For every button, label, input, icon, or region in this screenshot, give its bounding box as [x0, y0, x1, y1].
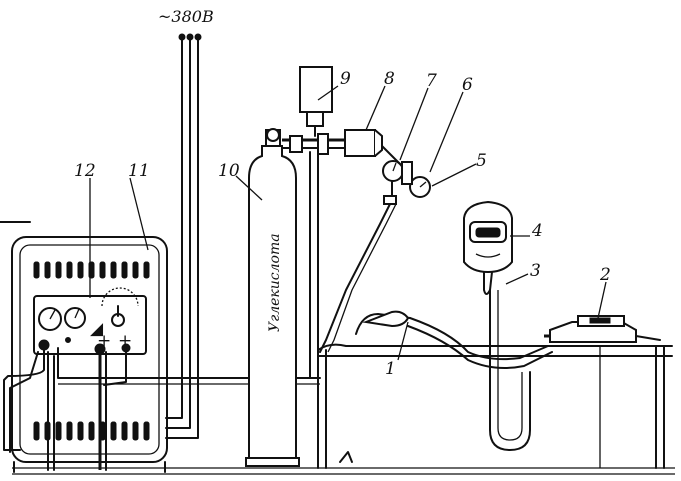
work-table	[317, 343, 673, 469]
gas-heater	[299, 66, 333, 137]
voltage-label: ~380В	[158, 7, 214, 26]
callout-10: 10	[218, 161, 240, 181]
callout-9: 9	[340, 69, 351, 89]
callout-7: 7	[426, 71, 437, 91]
knob-icon	[111, 305, 125, 327]
callout-5: 5	[476, 151, 487, 171]
power-source-cabinet	[11, 236, 168, 473]
wire-feeder	[544, 315, 661, 343]
lower-vent-slots	[33, 421, 150, 441]
floor-line	[12, 467, 675, 475]
callout-11: 11	[128, 161, 150, 181]
callout-2: 2	[599, 265, 611, 285]
svg-text:◢: ◢	[90, 319, 104, 339]
return-cable	[489, 289, 531, 451]
welding-helmet	[463, 200, 513, 295]
gas-hose	[319, 203, 391, 353]
gas-dryer	[344, 129, 383, 157]
callout-6: 6	[462, 75, 473, 95]
callout-12: 12	[74, 161, 96, 181]
reducer-and-flowmeter	[381, 145, 431, 205]
welding-torch	[355, 310, 553, 369]
callout-8: 8	[384, 69, 395, 89]
cylinder-label: Углекислота	[267, 233, 283, 332]
upper-vent-slots	[33, 261, 150, 279]
cylinder-valve-assembly	[281, 133, 347, 155]
callout-1: 1	[385, 359, 396, 379]
control-panel: ◢ + +	[33, 287, 147, 355]
callout-leaders	[89, 85, 607, 361]
mains-cables	[165, 33, 202, 439]
callout-3: 3	[530, 261, 541, 281]
co2-cylinder	[245, 128, 300, 467]
callout-4: 4	[531, 221, 543, 241]
